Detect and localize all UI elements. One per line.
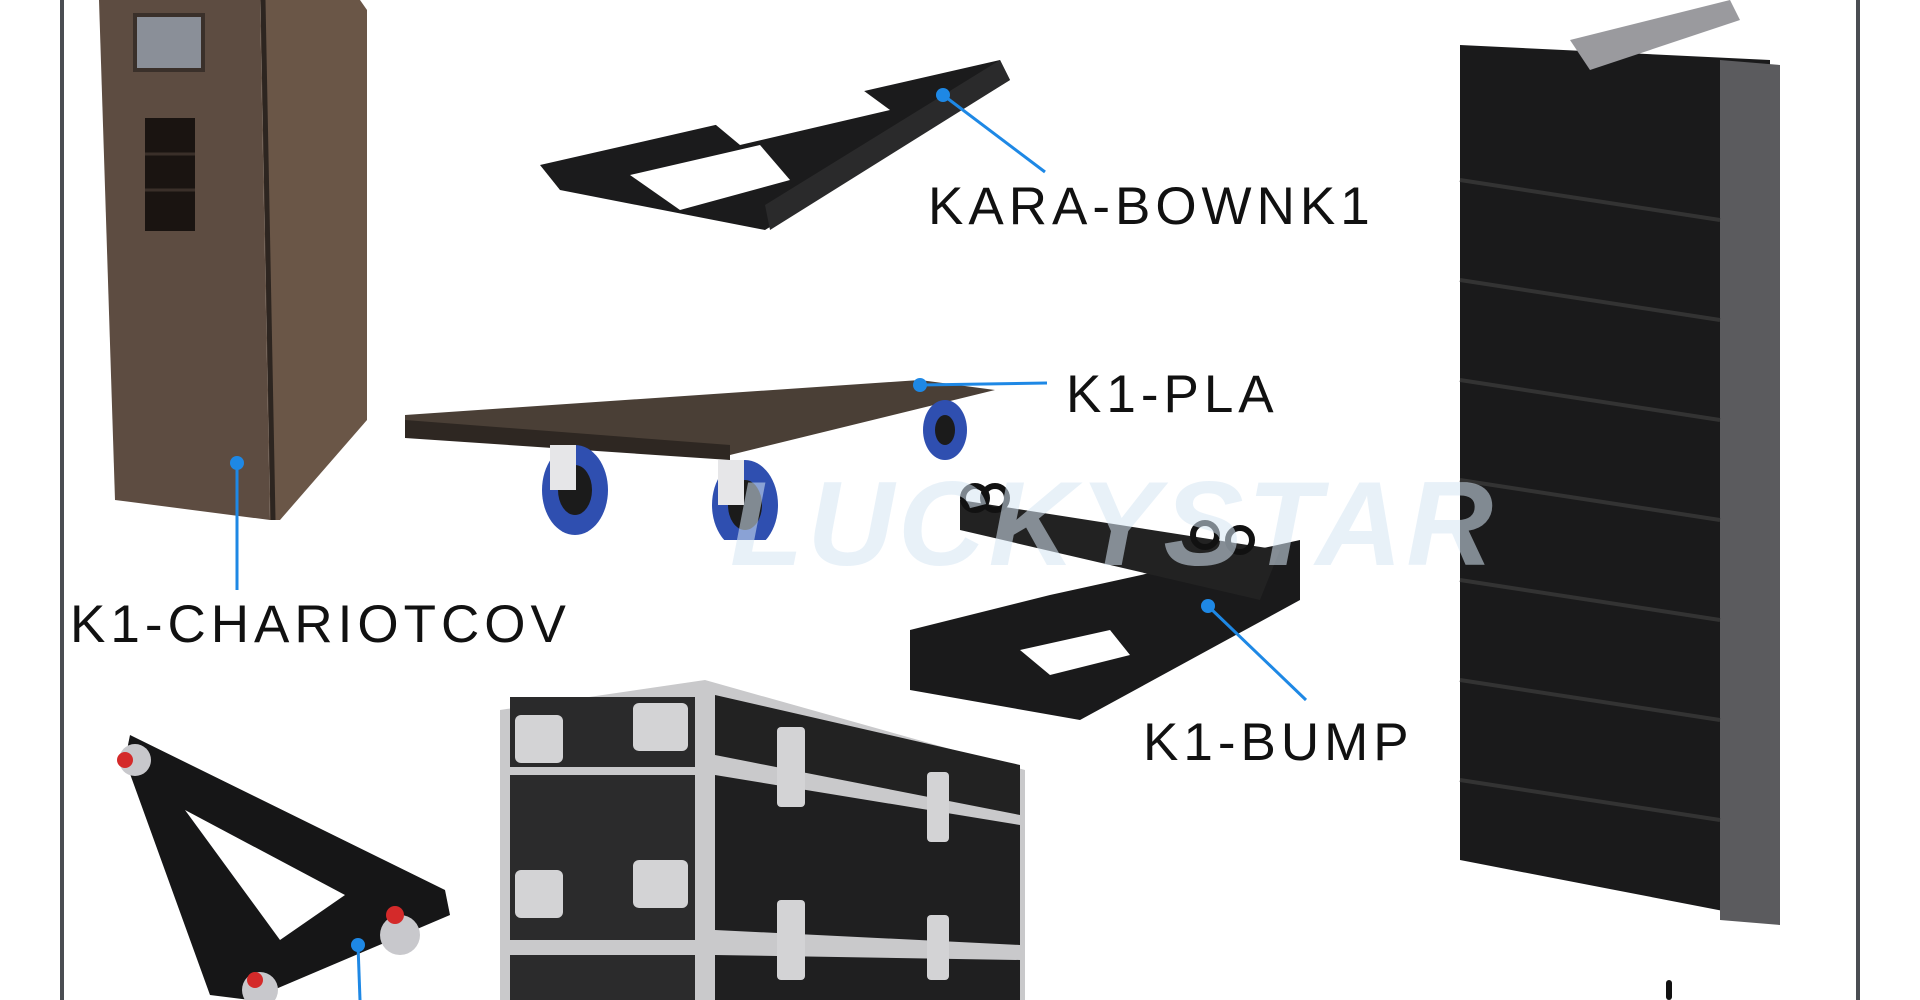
watermark: LUCKYSTAR [730, 457, 1498, 591]
partial-shackle-image [1666, 980, 1672, 1000]
k1-pla-pallet-image [405, 380, 995, 540]
left-frame-border [60, 0, 64, 1000]
k1-bump-bumper-image [910, 483, 1300, 720]
label-k1-pla: K1-PLA [1066, 365, 1279, 424]
truss-triangle-image [117, 735, 450, 1000]
line-array-speaker-image [1459, 0, 1780, 925]
kara-bownk1-bracket-image [540, 50, 1010, 230]
chariot-cover-image [99, 0, 367, 521]
flight-case-image [500, 680, 1025, 1000]
right-frame-border [1856, 0, 1860, 1000]
label-kara-bownk1: KARA-BOWNK1 [928, 177, 1375, 236]
label-k1-chariotcov: K1-CHARIOTCOV [70, 595, 571, 654]
label-k1-bump: K1-BUMP [1143, 713, 1414, 772]
